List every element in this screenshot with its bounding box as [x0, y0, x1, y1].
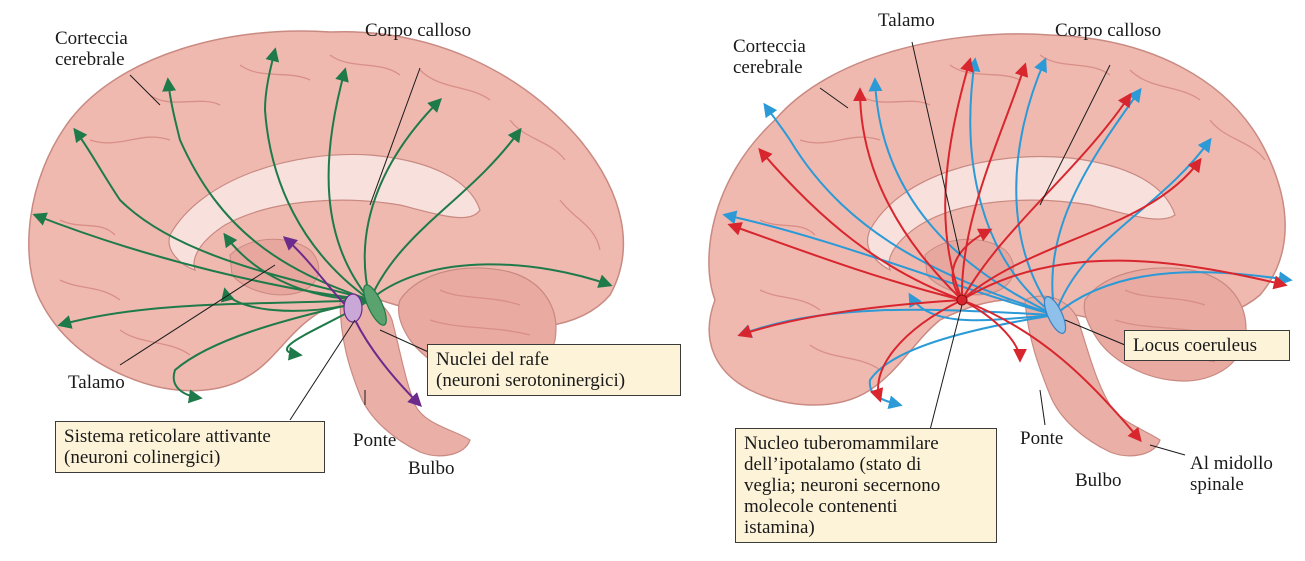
right-brain: [709, 34, 1290, 456]
left-label-ponte: Ponte: [353, 430, 396, 451]
rafe-line2: (neuroni serotoninergici): [436, 370, 672, 391]
right-label-corpo-calloso: Corpo calloso: [1055, 20, 1161, 41]
tubero-line1: Nucleo tuberomammilare: [744, 433, 988, 454]
midollo-line2: spinale: [1190, 474, 1244, 495]
reticular-nuclei-marker: [344, 294, 362, 322]
right-label-talamo: Talamo: [878, 10, 935, 31]
right-label-ponte: Ponte: [1020, 428, 1063, 449]
left-corteccia-line1: Corteccia: [55, 28, 128, 49]
reticolare-line1: Sistema reticolare attivante: [64, 426, 316, 447]
rafe-line1: Nuclei del rafe: [436, 349, 672, 370]
left-label-corpo-calloso: Corpo calloso: [365, 20, 471, 41]
left-label-bulbo: Bulbo: [408, 458, 454, 479]
box-nuclei-rafe: Nuclei del rafe (neuroni serotoninergici…: [427, 344, 681, 396]
right-corteccia-line1: Corteccia: [733, 36, 806, 57]
right-corteccia-line2: cerebrale: [733, 57, 803, 78]
right-label-midollo: Al midollo spinale: [1190, 453, 1273, 495]
tubero-line5: istamina): [744, 517, 988, 538]
reticolare-line2: (neuroni colinergici): [64, 447, 316, 468]
locus-text: Locus coeruleus: [1133, 335, 1281, 356]
right-label-corteccia: Corteccia cerebrale: [733, 36, 806, 78]
left-label-talamo: Talamo: [68, 372, 125, 393]
box-sistema-reticolare: Sistema reticolare attivante (neuroni co…: [55, 421, 325, 473]
midollo-line1: Al midollo: [1190, 453, 1273, 474]
left-corteccia-line2: cerebrale: [55, 49, 125, 70]
box-locus-coeruleus: Locus coeruleus: [1124, 330, 1290, 361]
tubero-line3: veglia; neuroni secernono: [744, 475, 988, 496]
tuberomammillary-nucleus-marker: [957, 295, 967, 305]
left-label-corteccia: Corteccia cerebrale: [55, 28, 128, 70]
tubero-line2: dell’ipotalamo (stato di: [744, 454, 988, 475]
tubero-line4: molecole contenenti: [744, 496, 988, 517]
right-label-bulbo: Bulbo: [1075, 470, 1121, 491]
box-nucleo-tuberomammilare: Nucleo tuberomammilare dell’ipotalamo (s…: [735, 428, 997, 543]
